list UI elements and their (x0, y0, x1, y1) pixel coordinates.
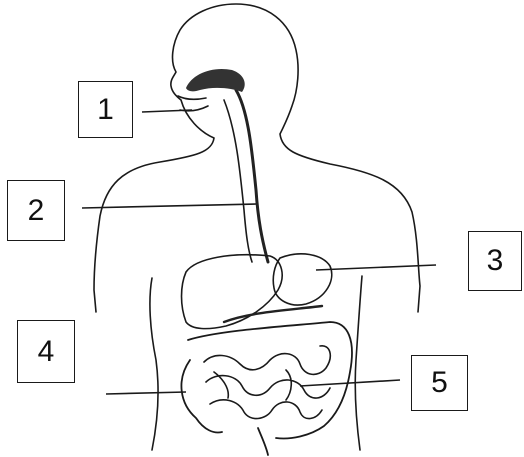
label-box-5: 5 (411, 355, 468, 411)
torso-left-side (150, 278, 158, 450)
label-box-4: 4 (17, 320, 75, 383)
pointer-line-5 (300, 380, 400, 386)
pointer-line-4 (106, 392, 186, 394)
torso-right-side (355, 276, 362, 450)
small-intestine (204, 346, 330, 419)
oral-cavity-shading (186, 69, 245, 92)
rectum (258, 428, 268, 455)
pancreas (224, 306, 322, 322)
liver (182, 255, 283, 329)
pointer-line-2 (82, 204, 256, 208)
label-box-3: 3 (468, 231, 522, 291)
label-box-2: 2 (7, 180, 65, 241)
label-box-1: 1 (78, 81, 133, 138)
body-outline (94, 4, 420, 312)
pointer-line-1 (142, 110, 192, 112)
